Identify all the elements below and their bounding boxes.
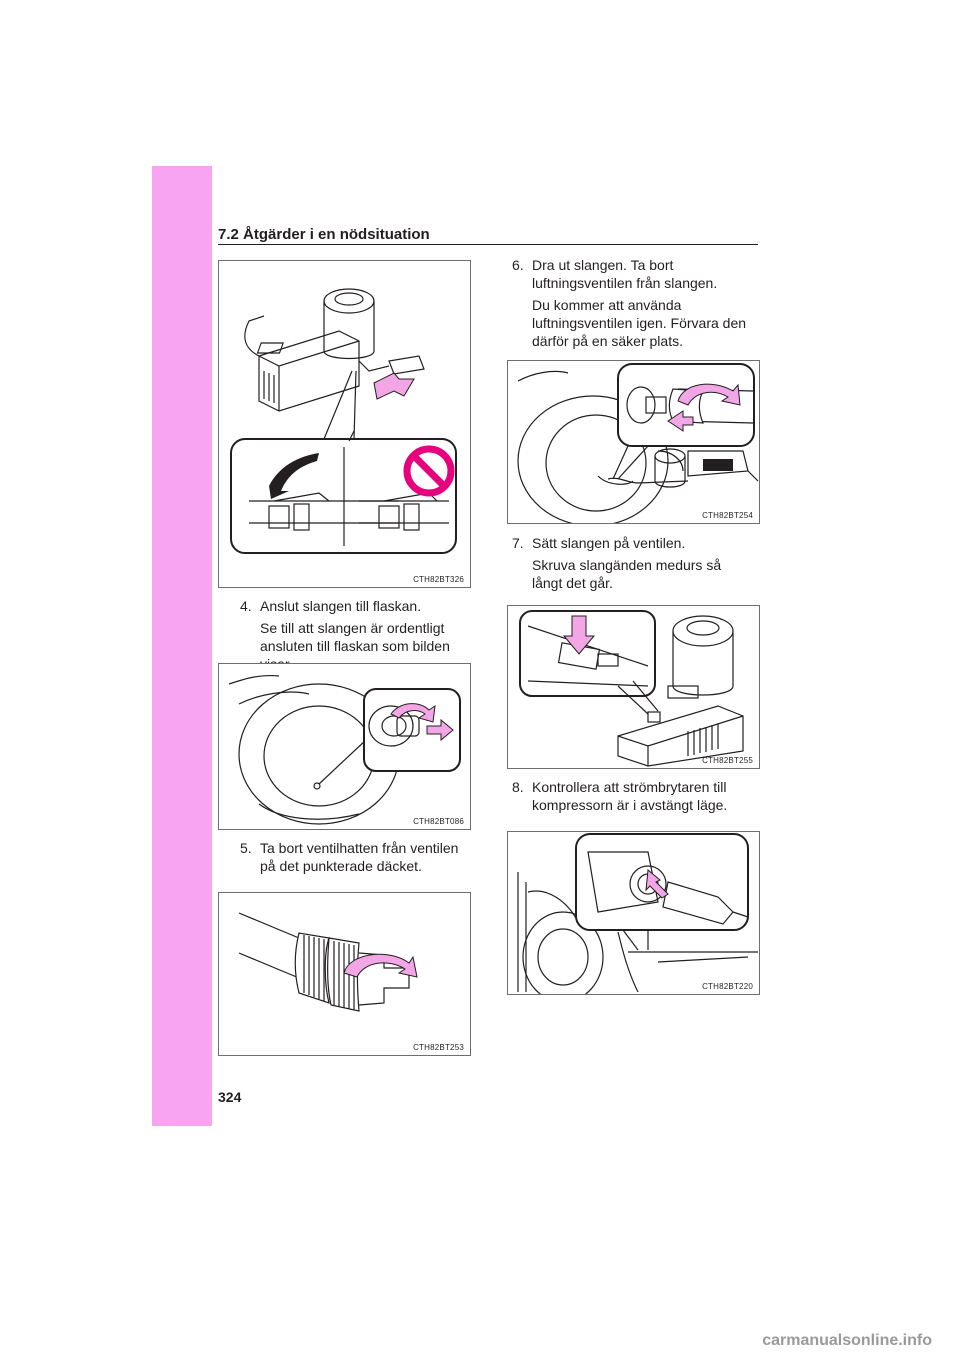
figure-valve-cap: CTH82BT086 bbox=[218, 663, 471, 830]
figure-compressor-switch: CTH82BT255 bbox=[507, 605, 760, 769]
step-4: 4. Anslut slangen till flaskan. Se till … bbox=[240, 597, 470, 673]
step-subtext: Skruva slangänden medurs så långt det gå… bbox=[532, 557, 722, 591]
step-text: Kontrollera att strömbrytaren till kompr… bbox=[532, 779, 728, 813]
step-5: 5. Ta bort ventilhatten från ventilen på… bbox=[240, 839, 470, 875]
figure-hose-to-valve: CTH82BT254 bbox=[507, 360, 760, 524]
step-number: 7. bbox=[512, 535, 524, 551]
figure-power-outlet: CTH82BT220 bbox=[507, 831, 760, 995]
step-7: 7. Sätt slangen på ventilen. Skruva slan… bbox=[512, 534, 752, 592]
figure-code: CTH82BT086 bbox=[413, 817, 464, 826]
figure-code: CTH82BT326 bbox=[413, 575, 464, 584]
chapter-side-tab bbox=[152, 166, 212, 1126]
step-text: Anslut slangen till flaskan. bbox=[260, 598, 422, 614]
step-subtext: Du kommer att använda luftningsventilen … bbox=[532, 297, 747, 349]
step-6: 6. Dra ut slangen. Ta bort luftningsvent… bbox=[512, 256, 752, 350]
watermark: carmanualsonline.info bbox=[762, 1332, 932, 1349]
figure-code: CTH82BT254 bbox=[702, 511, 753, 520]
step-8: 8. Kontrollera att strömbrytaren till ko… bbox=[512, 778, 752, 814]
step-subtext: Se till att slangen är ordentligt anslut… bbox=[260, 620, 450, 672]
figure-code: CTH82BT220 bbox=[702, 982, 753, 991]
figure-hose-to-bottle: CTH82BT326 bbox=[218, 260, 471, 588]
figure-code: CTH82BT253 bbox=[413, 1043, 464, 1052]
step-number: 4. bbox=[240, 598, 252, 614]
page-number: 324 bbox=[218, 1089, 242, 1105]
step-number: 5. bbox=[240, 840, 252, 856]
step-number: 6. bbox=[512, 257, 524, 273]
step-text: Dra ut slangen. Ta bort luftningsventile… bbox=[532, 257, 718, 291]
figure-code: CTH82BT255 bbox=[702, 756, 753, 765]
figure-hose-end: CTH82BT253 bbox=[218, 892, 471, 1056]
section-header: 7.2 Åtgärder i en nödsituation bbox=[218, 226, 430, 243]
step-text: Ta bort ventilhatten från ventilen på de… bbox=[260, 840, 459, 874]
header-rule bbox=[218, 244, 758, 245]
step-number: 8. bbox=[512, 779, 524, 795]
step-text: Sätt slangen på ventilen. bbox=[532, 535, 686, 551]
